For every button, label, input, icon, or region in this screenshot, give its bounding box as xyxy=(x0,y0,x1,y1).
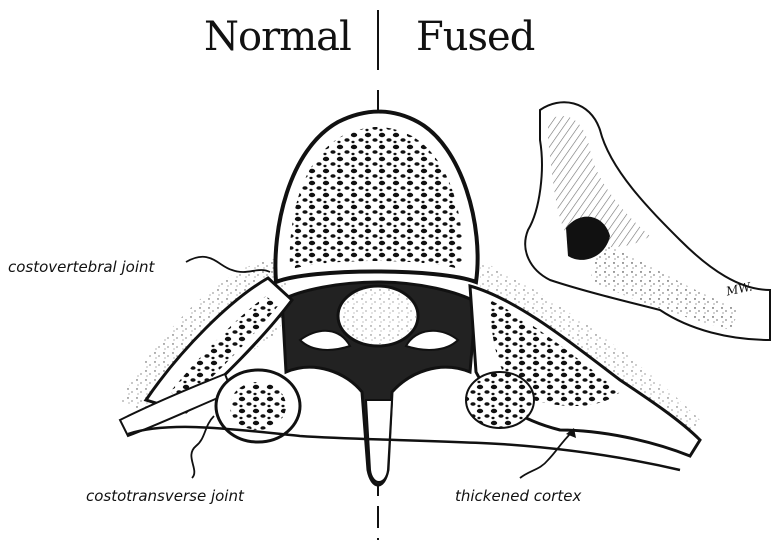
label-costovertebral-joint: costovertebral joint xyxy=(8,258,154,276)
transverse-process-right xyxy=(466,372,534,428)
label-thickened-cortex: thickened cortex xyxy=(455,487,581,505)
leader-thickened-cortex xyxy=(520,432,572,478)
spinal-canal-stipple xyxy=(340,288,416,344)
title-normal: Normal xyxy=(204,14,351,60)
label-costotransverse-joint: costotransverse joint xyxy=(86,487,244,505)
title-fused: Fused xyxy=(416,14,534,60)
transverse-process-left-marrow xyxy=(230,382,286,430)
leader-costotransverse xyxy=(191,416,214,478)
